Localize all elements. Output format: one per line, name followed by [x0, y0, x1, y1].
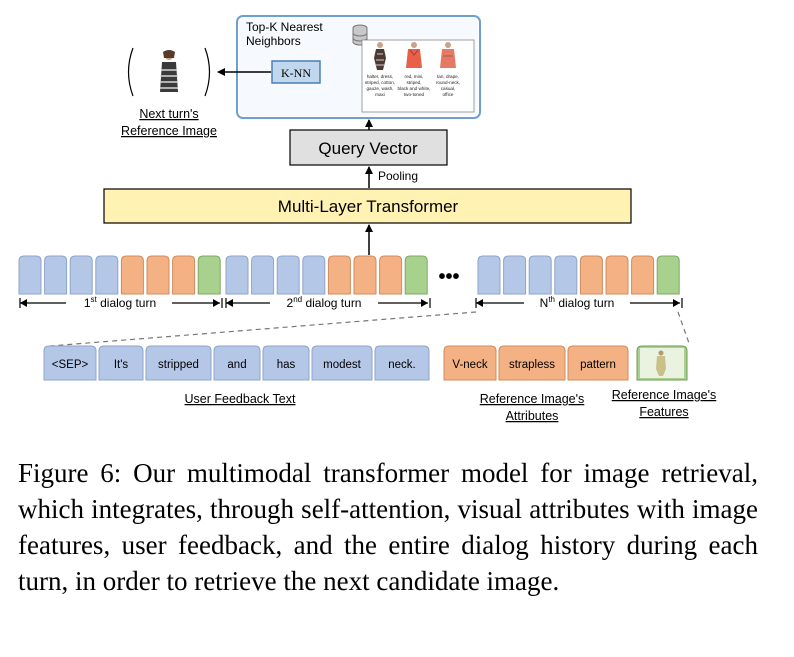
feedback-token-1-text: <SEP> — [52, 359, 89, 371]
token-g2-6-orange — [353, 255, 377, 295]
sequence-ellipsis: ••• — [438, 266, 459, 288]
retrieved-image-2 — [406, 42, 422, 68]
zoom-line-left — [49, 311, 477, 347]
token-g3-4-blue — [554, 255, 578, 295]
feedback-token-6-box — [311, 345, 373, 381]
dialog-turn-2-label: 2nd dialog turn — [287, 295, 362, 310]
token-g2-4-blue — [302, 255, 326, 295]
dialog-turn-1-label: 1st dialog turn — [84, 295, 156, 310]
caption-2-line2: striped, — [406, 80, 421, 85]
caption-1-line4: maxi — [375, 92, 385, 97]
feedback-token-1-box — [43, 345, 97, 381]
feedback-token-3-box — [145, 345, 212, 381]
token-g1-2-blue — [44, 255, 68, 295]
feedback-token-5-text: has — [277, 359, 296, 371]
next-ref-label-line1: Next turn's — [139, 107, 198, 121]
caption-3-line2: round-neck, — [436, 80, 460, 85]
token-g3-1-blue — [477, 255, 501, 295]
knn-label: K-NN — [281, 66, 311, 80]
token-g2-3-blue — [276, 255, 300, 295]
token-g1-7-orange — [172, 255, 196, 295]
topk-title-line1: Top-K Nearest — [246, 20, 323, 34]
next-ref-label-line2: Reference Image — [121, 124, 217, 138]
ref-attr-label-line1: Reference Image's — [480, 392, 585, 406]
token-g1-3-blue — [69, 255, 93, 295]
attribute-token-1-box — [443, 345, 497, 381]
feedback-token-4-box — [213, 345, 261, 381]
feedback-token-7-text: neck. — [388, 359, 416, 371]
caption-2-line3: black and white, — [398, 86, 431, 91]
retrieved-image-1 — [374, 42, 386, 70]
token-g1-8-green — [197, 255, 221, 295]
caption-1-line1: halter, dress, — [367, 74, 393, 79]
retrieved-image-captions: halter, dress, striped, cotton, gauze, w… — [365, 74, 460, 97]
reference-feature-token — [636, 345, 688, 381]
dialog-turn-n-label: Nth dialog turn — [540, 295, 615, 310]
user-feedback-label: User Feedback Text — [185, 392, 296, 406]
token-g1-5-orange — [120, 255, 144, 295]
token-sequence — [18, 255, 680, 295]
attribute-token-3-text: pattern — [580, 359, 616, 371]
turn-brace-1 — [19, 298, 223, 308]
next-reference-image — [127, 47, 211, 97]
token-g3-8-green — [656, 255, 680, 295]
token-g3-7-orange — [631, 255, 655, 295]
ref-attr-label-line2: Attributes — [506, 409, 559, 423]
token-g2-5-orange — [327, 255, 351, 295]
attribute-token-2-box — [498, 345, 566, 381]
token-g1-6-orange — [146, 255, 170, 295]
transformer-box — [103, 188, 632, 224]
zoom-line-right — [677, 311, 691, 347]
feedback-token-4-text: and — [227, 359, 246, 371]
token-g1-4-blue — [95, 255, 119, 295]
turn-brace-2 — [225, 298, 431, 308]
token-g2-8-green — [404, 255, 428, 295]
token-g2-2-blue — [251, 255, 275, 295]
pooling-label: Pooling — [378, 169, 418, 183]
feedback-token-6-text: modest — [323, 359, 362, 371]
architecture-diagram: Top-K Nearest Neighbors K-NN — [18, 15, 717, 423]
feedback-token-2-text: It's — [114, 359, 129, 371]
feedback-token-5-box — [262, 345, 310, 381]
ref-feat-label-line1: Reference Image's — [612, 388, 717, 402]
feedback-token-3-text: stripped — [158, 359, 199, 371]
query-vector-box — [289, 129, 448, 166]
caption-1-line2: striped, cotton, — [365, 80, 395, 85]
token-g3-5-orange — [579, 255, 603, 295]
caption-2-line4: two-toned — [404, 92, 425, 97]
turn-brace-n — [475, 298, 683, 308]
retrieved-image-3 — [440, 42, 456, 68]
attribute-token-3-box — [567, 345, 629, 381]
token-g2-1-blue — [225, 255, 249, 295]
caption-3-line1: tan, drape, — [437, 74, 459, 79]
topk-panel: Top-K Nearest Neighbors K-NN — [236, 15, 481, 119]
caption-2-line1: red, mini, — [405, 74, 424, 79]
token-g3-3-blue — [528, 255, 552, 295]
token-g3-6-orange — [605, 255, 629, 295]
attribute-token-1-text: V-neck — [452, 359, 487, 371]
caption-3-line3: casual, — [441, 86, 456, 91]
query-vector-label: Query Vector — [318, 139, 418, 158]
attribute-token-2-text: strapless — [509, 359, 555, 371]
topk-title-line2: Neighbors — [246, 34, 301, 48]
ref-feat-label-line2: Features — [639, 405, 688, 419]
figure-caption: Figure 6: Our multimodal transformer mod… — [18, 458, 758, 596]
feedback-token-2-box — [98, 345, 144, 381]
transformer-label: Multi-Layer Transformer — [278, 197, 459, 216]
feedback-token-7-box — [374, 345, 430, 381]
expanded-token-row: <SEP> It's stripped and has modest neck. V-neck… — [43, 345, 629, 381]
token-g2-7-orange — [379, 255, 403, 295]
caption-3-line4: office — [443, 92, 454, 97]
token-g3-2-blue — [503, 255, 527, 295]
knn-box — [271, 60, 321, 84]
caption-1-line3: gauze, wash, — [366, 86, 393, 91]
token-g1-1-blue — [18, 255, 42, 295]
